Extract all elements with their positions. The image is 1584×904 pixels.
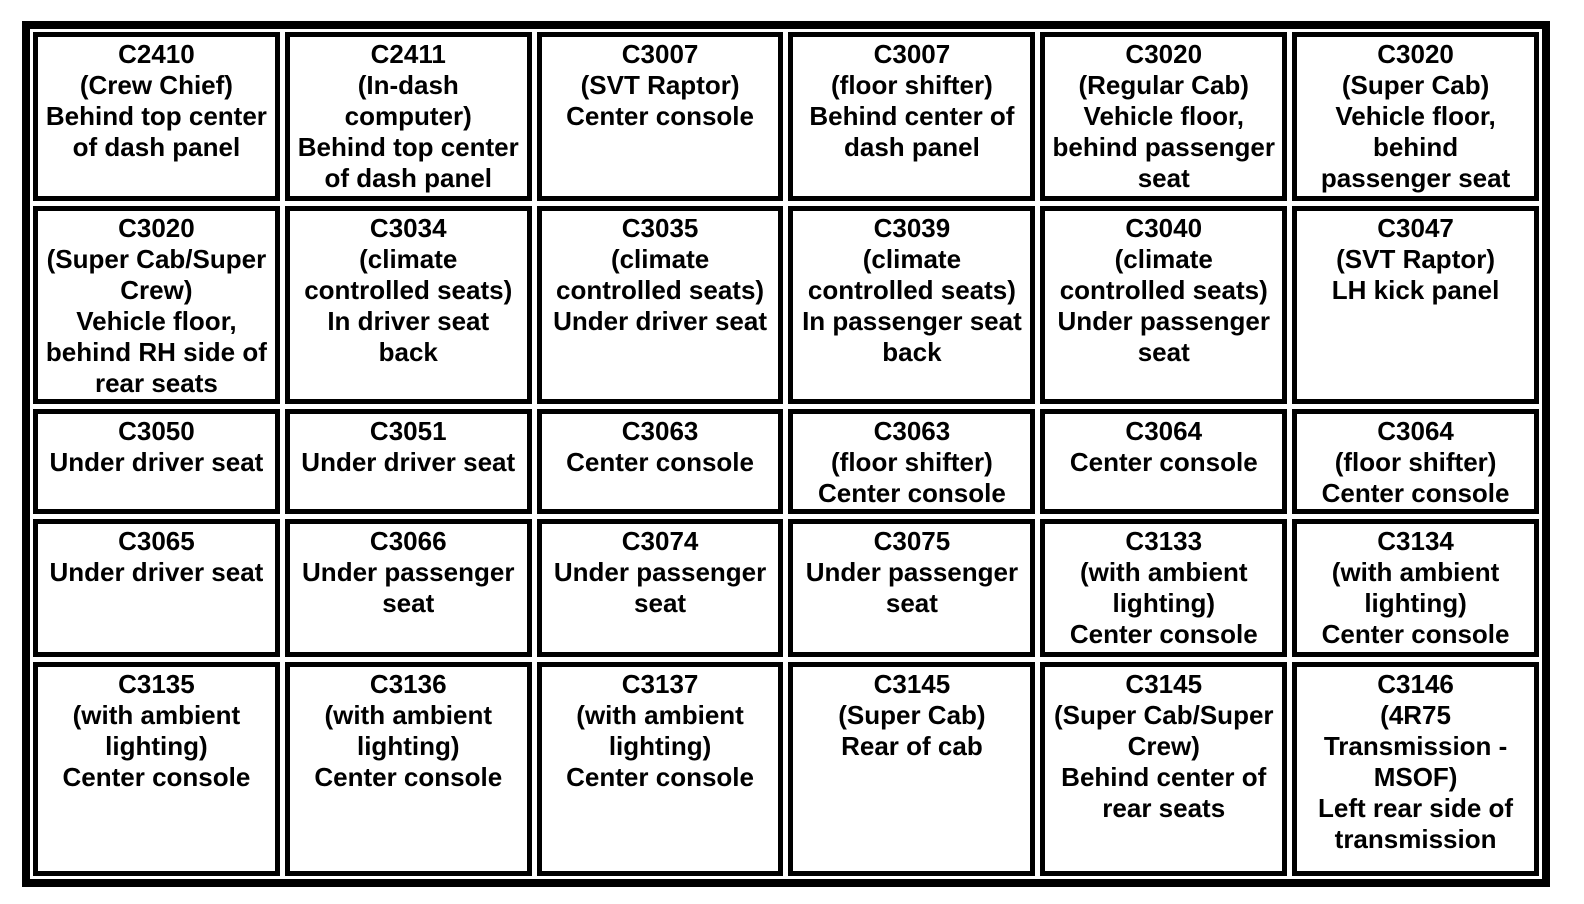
connector-location: (floor shifter) Center console bbox=[1321, 447, 1510, 508]
connector-cell: C3134 (with ambient lighting) Center con… bbox=[1292, 519, 1539, 657]
connector-location: (4R75 Transmission - MSOF) Left rear sid… bbox=[1318, 700, 1514, 854]
connector-cell: C3066 Under passenger seat bbox=[284, 519, 532, 657]
connector-cell: C3063 Center console bbox=[536, 409, 784, 514]
connector-cell: C3040 (climate controlled seats) Under p… bbox=[1040, 206, 1288, 404]
connector-cell: C3039 (climate controlled seats) In pass… bbox=[788, 206, 1036, 404]
connector-code: C3145 bbox=[873, 669, 951, 699]
connector-location: (with ambient lighting) Center console bbox=[566, 700, 754, 792]
connector-location-table: C2410 (Crew Chief) Behind top center of … bbox=[22, 21, 1550, 887]
connector-location: (with ambient lighting) Center console bbox=[62, 700, 251, 792]
connector-code: C3035 bbox=[621, 213, 699, 243]
connector-cell: C3145 (Super Cab) Rear of cab bbox=[788, 662, 1036, 876]
connector-cell: C3064 (floor shifter) Center console bbox=[1292, 409, 1539, 514]
connector-code: C3063 bbox=[621, 416, 699, 446]
connector-code: C3039 bbox=[873, 213, 951, 243]
connector-location: (Regular Cab) Vehicle floor, behind pass… bbox=[1052, 70, 1275, 193]
connector-cell: C3133 (with ambient lighting) Center con… bbox=[1040, 519, 1288, 657]
connector-location: Under passenger seat bbox=[302, 557, 515, 618]
connector-code: C3074 bbox=[621, 526, 699, 556]
connector-cell: C3007 (SVT Raptor) Center console bbox=[536, 32, 784, 201]
connector-location: (floor shifter) Center console bbox=[817, 447, 1006, 508]
connector-cell: C2410 (Crew Chief) Behind top center of … bbox=[33, 32, 280, 201]
connector-location: (floor shifter) Behind center of dash pa… bbox=[809, 70, 1015, 162]
connector-location: (SVT Raptor) LH kick panel bbox=[1331, 244, 1500, 305]
connector-code: C3007 bbox=[873, 39, 951, 69]
connector-location: (In-dash computer) Behind top center of … bbox=[297, 70, 519, 193]
connector-code: C3020 bbox=[1377, 39, 1454, 69]
connector-code: C2411 bbox=[370, 39, 446, 69]
connector-code: C3145 bbox=[1125, 669, 1203, 699]
connector-location: Center console bbox=[1069, 447, 1258, 477]
connector-code: C3133 bbox=[1125, 526, 1203, 556]
connector-location: (Super Cab/Super Crew) Vehicle floor, be… bbox=[45, 244, 267, 398]
connector-location: (climate controlled seats) In driver sea… bbox=[304, 244, 513, 367]
connector-cell: C3136 (with ambient lighting) Center con… bbox=[284, 662, 532, 876]
connector-cell: C3051 Under driver seat bbox=[284, 409, 532, 514]
connector-location: Under driver seat bbox=[301, 447, 516, 477]
connector-cell: C2411 (In-dash computer) Behind top cent… bbox=[284, 32, 532, 201]
connector-cell: C3035 (climate controlled seats) Under d… bbox=[536, 206, 784, 404]
connector-location: (SVT Raptor) Center console bbox=[566, 70, 754, 131]
connector-cell: C3074 Under passenger seat bbox=[536, 519, 784, 657]
connector-cell: C3065 Under driver seat bbox=[33, 519, 280, 657]
connector-cell: C3063 (floor shifter) Center console bbox=[788, 409, 1036, 514]
connector-cell: C3020 (Super Cab/Super Crew) Vehicle flo… bbox=[33, 206, 280, 404]
connector-location: Under driver seat bbox=[49, 447, 264, 477]
connector-code: C3146 bbox=[1377, 669, 1454, 699]
connector-location: (Super Cab) Rear of cab bbox=[838, 700, 986, 761]
connector-cell: C3145 (Super Cab/Super Crew) Behind cent… bbox=[1040, 662, 1288, 876]
connector-cell: C3146 (4R75 Transmission - MSOF) Left re… bbox=[1292, 662, 1539, 876]
connector-code: C3050 bbox=[118, 416, 195, 446]
connector-cell: C3137 (with ambient lighting) Center con… bbox=[536, 662, 784, 876]
connector-cell: C3047 (SVT Raptor) LH kick panel bbox=[1292, 206, 1539, 404]
connector-code: C3134 bbox=[1377, 526, 1454, 556]
connector-location: (with ambient lighting) Center console bbox=[314, 700, 503, 792]
connector-cell: C3007 (floor shifter) Behind center of d… bbox=[788, 32, 1036, 201]
connector-code: C3066 bbox=[369, 526, 447, 556]
connector-code: C3063 bbox=[873, 416, 951, 446]
connector-location: Under passenger seat bbox=[553, 557, 767, 618]
connector-code: C3020 bbox=[1125, 39, 1203, 69]
connector-cell: C3034 (climate controlled seats) In driv… bbox=[284, 206, 532, 404]
connector-code: C3075 bbox=[873, 526, 951, 556]
connector-code: C3040 bbox=[1125, 213, 1203, 243]
connector-cell: C3020 (Super Cab) Vehicle floor, behind … bbox=[1292, 32, 1539, 201]
connector-location: (with ambient lighting) Center console bbox=[1321, 557, 1510, 649]
connector-location: (Super Cab) Vehicle floor, behind passen… bbox=[1320, 70, 1511, 193]
connector-code: C3007 bbox=[621, 39, 699, 69]
connector-code: C3065 bbox=[118, 526, 195, 556]
connector-code: C3034 bbox=[369, 213, 447, 243]
connector-code: C3136 bbox=[369, 669, 447, 699]
connector-location: (Super Cab/Super Crew) Behind center of … bbox=[1053, 700, 1274, 823]
connector-code: C3135 bbox=[118, 669, 195, 699]
connector-code: C3047 bbox=[1377, 213, 1454, 243]
connector-cell: C3064 Center console bbox=[1040, 409, 1288, 514]
connector-cell: C3135 (with ambient lighting) Center con… bbox=[33, 662, 280, 876]
connector-code: C2410 bbox=[118, 39, 195, 69]
connector-code: C3020 bbox=[118, 213, 195, 243]
connector-location: Center console bbox=[566, 447, 754, 477]
connector-location: (with ambient lighting) Center console bbox=[1069, 557, 1258, 649]
connector-cell: C3050 Under driver seat bbox=[33, 409, 280, 514]
connector-code: C3051 bbox=[369, 416, 447, 446]
connector-location: (climate controlled seats) Under passeng… bbox=[1057, 244, 1270, 367]
connector-cell: C3075 Under passenger seat bbox=[788, 519, 1036, 657]
connector-location: (climate controlled seats) Under driver … bbox=[553, 244, 767, 336]
connector-cell: C3020 (Regular Cab) Vehicle floor, behin… bbox=[1040, 32, 1288, 201]
connector-code: C3137 bbox=[621, 669, 699, 699]
connector-code: C3064 bbox=[1377, 416, 1454, 446]
connector-code: C3064 bbox=[1125, 416, 1203, 446]
connector-location: Under driver seat bbox=[49, 557, 264, 587]
connector-location: Under passenger seat bbox=[805, 557, 1019, 618]
connector-location: (climate controlled seats) In passenger … bbox=[802, 244, 1022, 367]
connector-location: (Crew Chief) Behind top center of dash p… bbox=[45, 70, 267, 162]
